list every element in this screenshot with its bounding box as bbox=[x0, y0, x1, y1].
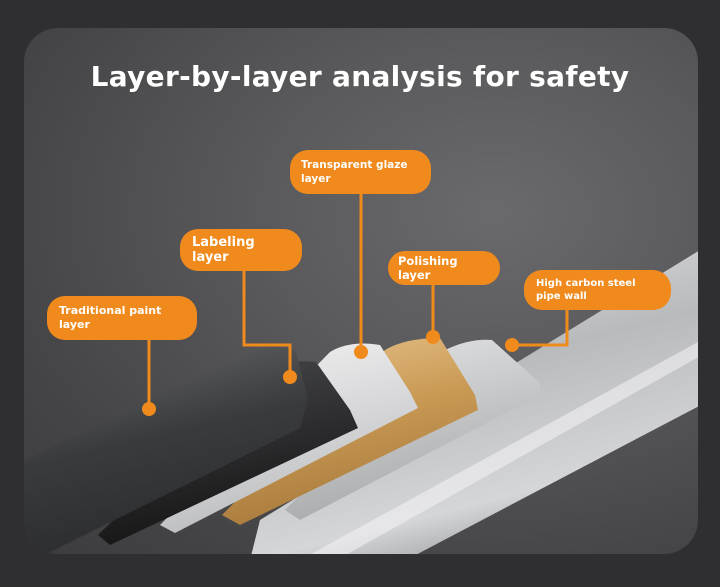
page-title: Layer-by-layer analysis for safety bbox=[90, 60, 630, 93]
labeling-layer-label: Labeling layer bbox=[180, 229, 302, 271]
pipe-wall-label: High carbon steel pipe wall bbox=[524, 270, 671, 310]
leader-dots bbox=[142, 330, 519, 416]
traditional-paint-layer-label: Traditional paint layer bbox=[47, 296, 197, 340]
transparent-glaze-layer-label: Transparent glaze layer bbox=[290, 150, 431, 194]
leader-lines bbox=[147, 194, 569, 409]
polishing-layer-label: Polishing layer bbox=[388, 251, 500, 285]
paint-layer-shape bbox=[24, 346, 308, 554]
